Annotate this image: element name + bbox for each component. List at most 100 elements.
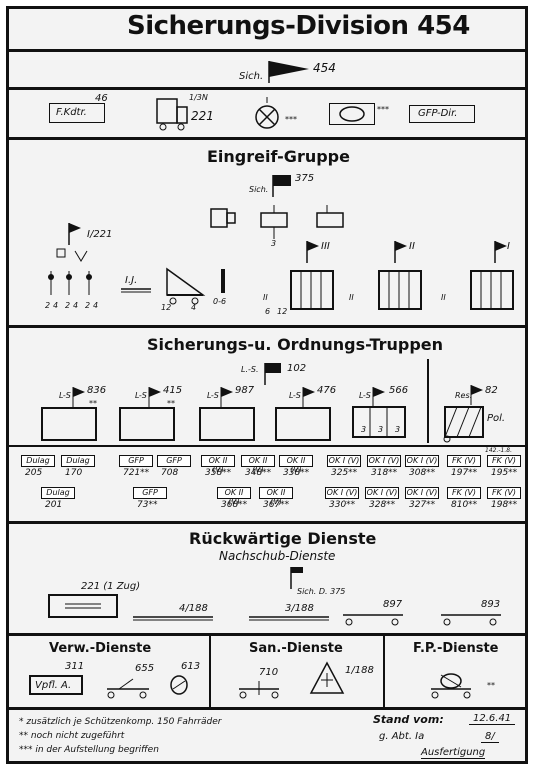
rueck-sub: Nachschub-Dienste	[219, 549, 336, 563]
unit-row2-label-1: Dulag	[41, 487, 75, 499]
bn-flag-icon	[68, 223, 81, 245]
eingreif-hq-number: 375	[295, 173, 315, 184]
verw-oval-icon	[170, 675, 188, 695]
unit-row2-number-7: 327**	[409, 500, 436, 510]
staff-stars: ***	[377, 105, 389, 114]
res-divider	[427, 359, 429, 443]
title-separator	[9, 49, 525, 52]
mg-num-3: 2	[65, 301, 71, 310]
verw-wagon-icon	[107, 678, 149, 699]
stand-value: 12.6.41	[469, 713, 516, 725]
unit-row1-label-4: GFP	[157, 455, 191, 467]
service-divider-2	[383, 633, 385, 707]
reg-flag-5	[372, 387, 385, 407]
verw-num-2: 655	[135, 663, 155, 674]
bn2-label: II	[409, 241, 415, 252]
chart-title: Sicherungs-Division 454	[127, 11, 470, 41]
unit-row2-number-8: 810**	[451, 500, 478, 510]
unit-row1-label-11: FK (V)	[447, 455, 481, 467]
unit-row1-label-3: GFP	[119, 455, 153, 467]
eingreif-hq-prefix: Sich.	[249, 185, 269, 194]
footnote-1: * zusätzlich je Schützenkomp. 150 Fahrrä…	[19, 717, 222, 727]
supply-item-3-label: 3/188	[285, 603, 314, 614]
unit-row1-number-7: 338**	[283, 468, 310, 478]
mg-num-1: 2	[45, 301, 51, 310]
unit-row1-number-9: 318**	[371, 468, 398, 478]
unit-row2-label-4: OK II (V)	[259, 487, 293, 506]
bn2-side: II	[349, 293, 354, 302]
unit-row2-number-4: 367**	[263, 500, 290, 510]
signal-icon	[255, 97, 279, 129]
supply-flag-icon	[290, 567, 303, 589]
reg-flag-4	[302, 387, 315, 407]
unit-row1-number-11: 197**	[451, 468, 478, 478]
supply-item-5-label: 893	[481, 599, 501, 610]
unit-row1-number-10: 308**	[409, 468, 436, 478]
sich-hq-prefix: L.-S.	[241, 365, 259, 374]
reg-stars-1: **	[89, 399, 97, 408]
reg-num-5: 566	[389, 385, 409, 396]
police-box	[443, 406, 484, 443]
reg-flag-3	[220, 387, 233, 407]
unit-row2-number-5: 330**	[329, 500, 356, 510]
reg-prefix-1: L-S	[59, 391, 71, 400]
mg-num-5: 2	[85, 301, 91, 310]
reg-flag-2	[148, 387, 161, 407]
unit-row1-label-1: Dulag	[21, 455, 55, 467]
gfp-dir-box: GFP-Dir.	[409, 105, 475, 123]
reg5-cell-3: 3	[395, 425, 401, 434]
fkdtr-number: 46	[95, 93, 108, 104]
supply-item-4-label: 897	[383, 599, 403, 610]
footnote-2: ** noch nicht zugeführt	[19, 731, 125, 741]
supply-item-2-label: 4/188	[179, 603, 208, 614]
unit-row2-label-5: OK I (V)	[325, 487, 359, 499]
rueck-heading: Rückwärtige Dienste	[189, 529, 377, 548]
reg-prefix-6: Res.	[455, 391, 473, 400]
fp-stars: **	[487, 681, 495, 690]
unit-row1-label-10: OK I (V)	[405, 455, 439, 467]
services-separator	[9, 707, 525, 710]
hq-number: 454	[313, 61, 336, 75]
gfp-dir-label: GFP-Dir.	[418, 108, 458, 119]
unit-row1-number-12: 195**	[491, 468, 518, 478]
hq-prefix: Sich.	[239, 71, 264, 82]
truck-number: 221	[191, 109, 214, 123]
unit-row2-label-6: OK I (V)	[365, 487, 399, 499]
ausfertigung: Ausfertigung	[421, 747, 486, 759]
unit-row1-number-8: 325**	[331, 468, 358, 478]
reg-flag-1	[72, 387, 85, 407]
unit-row2-label-3: OK II (V)	[217, 487, 251, 506]
unit-row1-number-3: 721**	[123, 468, 150, 478]
bn3-side: II	[263, 293, 268, 302]
reg-prefix-5: L-S	[359, 391, 371, 400]
sich-heading: Sicherungs-u. Ordnungs-Truppen	[147, 335, 444, 354]
san-wagon-icon	[239, 681, 279, 699]
unit-row2-number-2: 73**	[137, 500, 158, 510]
unit-row1-label-7: OK II (V)	[279, 455, 313, 474]
division-flag-icon	[268, 61, 309, 83]
verw-num-1: 311	[65, 661, 85, 672]
sich-separator	[9, 521, 525, 524]
reg-num-1: 836	[87, 385, 107, 396]
bn2-box	[378, 270, 422, 310]
pol-label: Pol.	[487, 413, 506, 424]
abt-value: 8/	[481, 731, 499, 743]
unit-row1-label-5: OK II (V)	[201, 455, 235, 474]
fkdtr-label: F.Kdtr.	[56, 107, 87, 118]
unit-row1-number-2: 170	[65, 468, 83, 478]
unit-row2-label-9: FK (V)	[487, 487, 521, 499]
supply-hq-label: Sich. D. 375	[297, 587, 346, 596]
staff-box	[329, 103, 375, 125]
reg-flag-6	[470, 385, 483, 405]
reg-stars-2: **	[167, 399, 175, 408]
supply-item-3-icon	[249, 616, 329, 621]
fp-heading: F.P.-Dienste	[413, 641, 499, 656]
reg5-cell-1: 3	[361, 425, 367, 434]
verw-num-3: 613	[181, 661, 201, 672]
unit-row1-number-1: 205	[25, 468, 43, 478]
san-heading: San.-Dienste	[249, 641, 343, 656]
san-triangle-icon	[309, 661, 345, 694]
unit-row2-number-6: 328**	[369, 500, 396, 510]
staff-separator	[9, 137, 525, 140]
reg-box-1	[41, 407, 97, 441]
